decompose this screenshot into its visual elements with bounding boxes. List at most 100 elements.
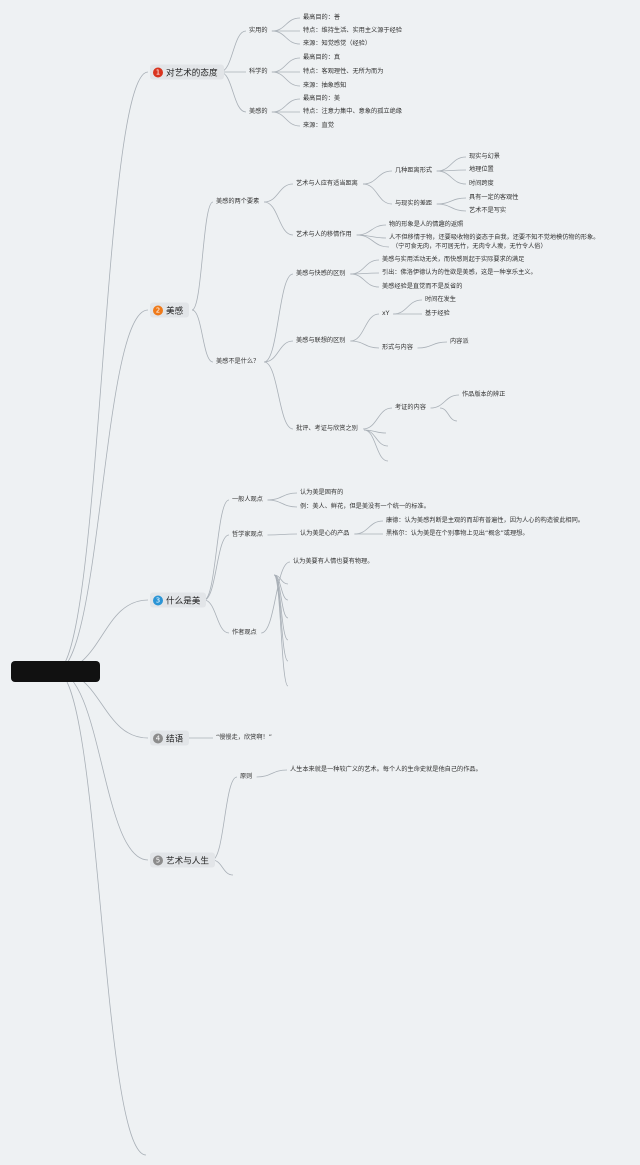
topic-node[interactable]: 康德：认为美感判断是主观的而却有普遍性，因为人心的构造彼此相同。 (386, 517, 584, 524)
topic-node[interactable]: 作品版本的辨正 (462, 391, 506, 398)
connector (267, 492, 298, 501)
branch-label: 美感 (166, 306, 184, 316)
topic-node[interactable]: 认为美是心的产品 (300, 530, 350, 537)
topic-node[interactable]: 内容派 (450, 338, 469, 345)
connector (436, 170, 467, 185)
number-badge: 4 (153, 733, 163, 743)
connector (267, 499, 298, 508)
topic-node[interactable]: 原则 (240, 773, 253, 780)
topic-node[interactable]: 例：美人、鲜花，但是美没有一个统一的标准。 (300, 503, 430, 510)
number-badge: 2 (153, 305, 163, 315)
topic-node[interactable]: 来源：抽象感知 (303, 82, 347, 89)
topic-node[interactable]: 来源：知觉感觉（经验） (303, 40, 372, 47)
topic-node[interactable]: 物的形象是人的情趣的返照 (389, 221, 464, 228)
number-badge: 1 (153, 67, 163, 77)
connector (211, 859, 234, 876)
connector (203, 534, 230, 601)
topic-node[interactable]: 考证的内容 (395, 404, 426, 411)
connector (191, 309, 214, 363)
topic-node[interactable]: 与现实的差距 (395, 200, 433, 207)
topic-node[interactable]: xY (382, 310, 390, 317)
topic-node[interactable]: 实用的 (249, 27, 268, 34)
topic-node[interactable]: 美感与实用活动无关，而快感则起于实际要求的满足 (382, 256, 525, 263)
topic-node[interactable]: 人生本来就是一种较广义的艺术。每个人的生命史就是他自己的作品。 (290, 766, 482, 773)
topic-node[interactable]: 美感不是什么？ (216, 358, 260, 365)
topic-node[interactable]: 科学的 (249, 68, 268, 75)
connector (219, 71, 247, 113)
connector (219, 30, 247, 73)
topic-node[interactable]: “慢慢走，欣赏啊！” (216, 734, 272, 741)
topic-node[interactable]: 美感与联想的区别 (296, 337, 346, 344)
topic-node[interactable]: 时间跨度 (469, 180, 494, 187)
topic-node[interactable]: 黑格尔：认为美是在个别事物上见出“概念”或理想。 (386, 530, 529, 537)
topic-node[interactable]: 来源：直觉 (303, 122, 334, 129)
connector (362, 183, 393, 205)
topic-node[interactable]: 特点：注意力集中、意象的孤立绝缘 (303, 108, 402, 115)
connector (55, 309, 149, 672)
root-node[interactable] (11, 661, 100, 682)
branch-label: 什么是美 (166, 596, 201, 606)
connector (363, 429, 389, 462)
topic-node[interactable]: 批评、考证与欣赏之别 (296, 425, 358, 432)
topic-node[interactable]: 美感经验是直觉而不是反省的 (382, 283, 463, 290)
connector (211, 776, 238, 861)
topic-node[interactable]: 美感与快感的区别 (296, 270, 346, 277)
connector (356, 224, 387, 236)
topic-node[interactable]: （宁可食无肉，不可居无竹，无肉令人瘦，无竹令人俗） (392, 243, 547, 250)
branch-label: 结语 (166, 734, 184, 744)
topic-node[interactable]: 时间在发生 (425, 296, 456, 303)
topic-node[interactable]: 基于经验 (425, 310, 450, 317)
topic-node[interactable]: 引出：佛洛伊德认为的性欲是美感，这是一种享乐主义。 (382, 269, 537, 276)
connector (354, 520, 384, 535)
connector (55, 670, 147, 1156)
connector (191, 201, 214, 311)
connector (273, 574, 289, 687)
topic-node[interactable]: 特点：维持生活、实用主义源于经验 (303, 27, 402, 34)
connector (356, 234, 390, 248)
topic-node[interactable]: 美感的 (249, 108, 268, 115)
topic-node[interactable]: 现实与幻景 (469, 153, 500, 160)
connector (363, 429, 389, 447)
connector (362, 407, 393, 430)
connector (350, 340, 380, 349)
connector (267, 533, 298, 536)
connector (263, 361, 294, 430)
connector (430, 394, 460, 409)
topic-node[interactable]: 认为美是固有的 (300, 489, 344, 496)
topic-node[interactable]: 最高目的：善 (303, 14, 341, 21)
topic-node[interactable]: 艺术与人的移情作用 (296, 231, 352, 238)
connector (271, 71, 301, 87)
topic-node[interactable]: 认为美要有人情也要有物理。 (293, 558, 374, 565)
topic-node[interactable]: 哲学家观点 (232, 531, 263, 538)
connector (55, 670, 149, 861)
topic-node[interactable]: 形式与内容 (382, 344, 413, 351)
topic-node[interactable]: 最高目的：美 (303, 95, 341, 102)
topic-node[interactable]: 最高目的：真 (303, 54, 341, 61)
connector (261, 561, 291, 634)
connector (350, 313, 380, 342)
connector (436, 197, 467, 205)
topic-node[interactable]: 几种距离形式 (395, 167, 433, 174)
topic-node[interactable]: 作者观点 (232, 629, 257, 636)
connector (350, 259, 380, 275)
connector (439, 407, 458, 422)
topic-node[interactable]: 一般人观点 (232, 496, 263, 503)
topic-node[interactable]: 美感的两个要素 (216, 198, 260, 205)
connector (263, 273, 294, 363)
connector (271, 17, 301, 32)
branch-label: 对艺术的态度 (166, 68, 218, 78)
connector (271, 30, 301, 45)
topic-node[interactable]: 地理位置 (469, 166, 494, 173)
topic-node[interactable]: 特点：客观理性、无所为而为 (303, 68, 384, 75)
topic-node[interactable]: 艺术不是写实 (469, 207, 507, 214)
topic-node[interactable]: 具有一定的客观性 (469, 194, 519, 201)
topic-node[interactable]: 人不但移情于物，还要吸收物的姿态于自我，还要不知不觉地模仿物的形象。 (389, 234, 600, 241)
connector (362, 170, 393, 185)
topic-node[interactable]: 艺术与人应有适当距离 (296, 180, 358, 187)
